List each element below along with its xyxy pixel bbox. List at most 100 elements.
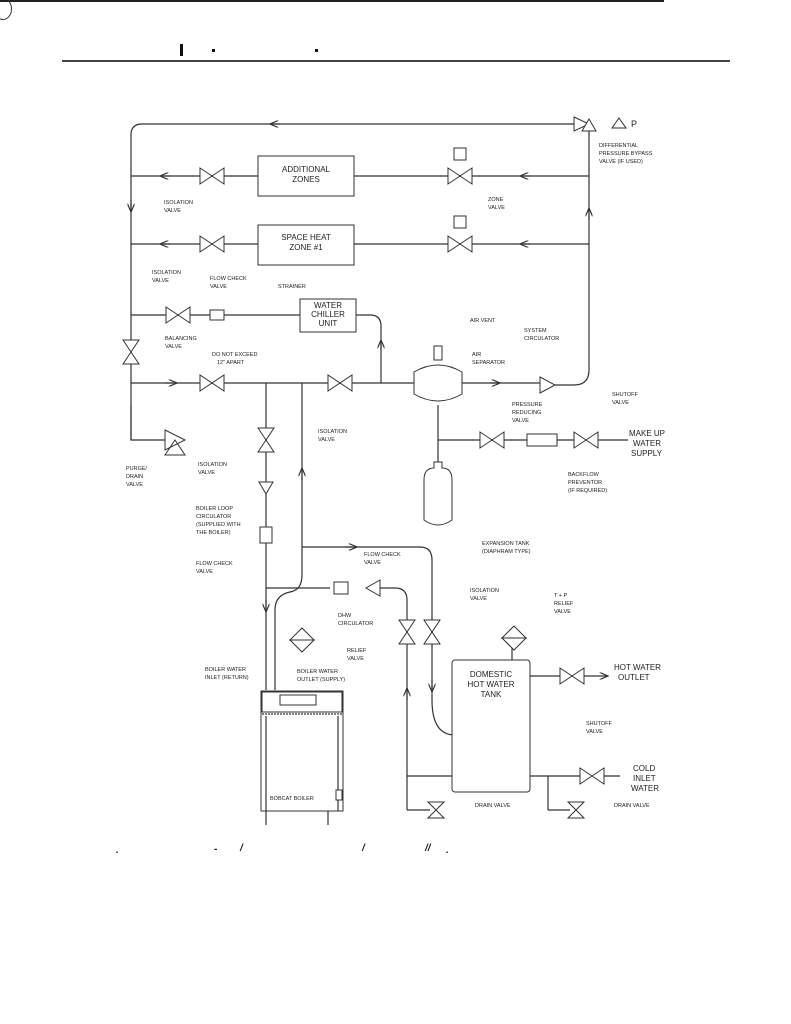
callout-label: VALVE xyxy=(165,344,182,350)
pressure-reducing-valve-symbol xyxy=(479,431,505,449)
callout-label: ISOLATION xyxy=(318,429,347,435)
balancing-valve-symbol xyxy=(122,339,140,365)
callout-label: ZONE xyxy=(488,197,504,203)
domestic-hot-water-tank xyxy=(451,659,531,793)
callout-label: OUTLET xyxy=(618,673,650,682)
callout-label: TANK xyxy=(481,690,502,699)
callout-label: ZONE #1 xyxy=(289,243,323,252)
isolation-valve-symbol xyxy=(398,619,416,645)
callout-label: MAKE UP xyxy=(629,429,665,438)
callout-label: VALVE xyxy=(196,569,213,575)
callout-label: WATER xyxy=(631,784,659,793)
callout-label: VALVE xyxy=(612,400,629,406)
shutoff-valve-symbol xyxy=(559,667,585,685)
footer-mark: - xyxy=(214,844,218,855)
callout-label: VALVE xyxy=(364,560,381,566)
callout-label: VALVE xyxy=(470,596,487,602)
callout-label: BALANCING xyxy=(165,336,197,342)
callout-label: VALVE xyxy=(164,208,181,214)
callout-label: T + P xyxy=(554,593,568,599)
boiler-loop-circulator-symbol xyxy=(258,481,274,495)
callout-label: ISOLATION xyxy=(152,270,181,276)
water-chiller-box xyxy=(299,298,357,333)
callout-label: WATER xyxy=(633,439,661,448)
callout-label: VALVE xyxy=(198,470,215,476)
tp-relief-valve-symbol xyxy=(500,625,528,651)
isolation-valve-symbol xyxy=(423,619,441,645)
footer-mark: / xyxy=(362,843,365,854)
callout-label: ISOLATION xyxy=(470,588,499,594)
callout-label: (DIAPHRAM TYPE) xyxy=(482,549,531,555)
callout-label: AIR VENT xyxy=(470,318,496,324)
isolation-valve-symbol xyxy=(199,374,225,392)
callout-label: PURGE/ xyxy=(126,466,148,472)
backflow-preventor-symbol xyxy=(526,433,558,447)
callout-label: DRAIN xyxy=(126,474,143,480)
zone-valve-symbol xyxy=(447,167,473,185)
callout-label: VALVE xyxy=(126,482,143,488)
callout-label: SUPPLY xyxy=(631,449,663,458)
callout-label: SHUTOFF xyxy=(612,392,639,398)
callout-label: RELIEF xyxy=(347,648,367,654)
callout-label: HOT WATER xyxy=(614,663,661,672)
callout-label: COLD xyxy=(633,764,655,773)
footer-mark: . xyxy=(446,845,449,856)
callout-labels: ISOLATION VALVE ZONE VALVE DIFFERENTIAL … xyxy=(126,119,665,809)
callout-label: BOILER WATER xyxy=(205,667,246,673)
callout-label: SPACE HEAT xyxy=(281,233,331,242)
drain-valve-symbol xyxy=(426,801,446,819)
callout-label: ISOLATION xyxy=(164,200,193,206)
additional-zones-box xyxy=(257,155,355,197)
callout-label: BOILER LOOP xyxy=(196,506,233,512)
callout-label: THE BOILER) xyxy=(196,530,231,536)
callout-label: OUTLET (SUPPLY) xyxy=(297,677,345,683)
callout-label: 12" APART xyxy=(217,360,245,366)
valves xyxy=(122,116,627,819)
callout-label: DO NOT EXCEED xyxy=(212,352,257,358)
callout-label: STRAINER xyxy=(278,284,306,290)
callout-label: FLOW CHECK xyxy=(196,561,233,567)
header-mark xyxy=(315,49,318,52)
callout-label: SEPARATOR xyxy=(472,360,505,366)
isolation-valve-symbol xyxy=(257,427,275,453)
callout-label: REDUCING xyxy=(512,410,541,416)
isolation-valve-symbol xyxy=(199,235,225,253)
callout-label: EXPANSION TANK xyxy=(482,541,530,547)
callout-label: ZONES xyxy=(292,175,320,184)
header-mark xyxy=(180,44,183,56)
callout-label: DHW xyxy=(338,613,352,619)
callout-label: INLET (RETURN) xyxy=(205,675,249,681)
callout-label: FLOW CHECK xyxy=(364,552,401,558)
header-rule xyxy=(62,60,730,62)
callout-label: P xyxy=(631,119,637,129)
isolation-valve-symbol xyxy=(199,167,225,185)
callout-label: VALVE (IF USED) xyxy=(599,159,643,165)
callout-label: DRAIN VALVE xyxy=(475,803,511,809)
header-mark xyxy=(212,49,215,52)
callout-label: INLET xyxy=(633,774,656,783)
footer-mark: // xyxy=(425,843,431,854)
callout-label: CIRCULATOR xyxy=(196,514,231,520)
callout-label: AIR xyxy=(472,352,481,358)
callout-label: VALVE xyxy=(488,205,505,211)
shutoff-valve-symbol xyxy=(579,767,605,785)
callout-label: BOBCAT BOILER xyxy=(270,796,314,802)
callout-label: CIRCULATOR xyxy=(338,621,373,627)
drain-valve-symbol xyxy=(566,801,586,819)
callout-label: BOILER WATER xyxy=(297,669,338,675)
callout-label: (SUPPLIED WITH xyxy=(196,522,241,528)
callout-label: UNIT xyxy=(319,319,338,328)
callout-label: DOMESTIC xyxy=(470,670,512,679)
callout-label: VALVE xyxy=(554,609,571,615)
callout-label: ADDITIONAL xyxy=(282,165,331,174)
callout-label: PRESSURE xyxy=(512,402,543,408)
callout-label: CIRCULATOR xyxy=(524,336,559,342)
callout-label: PREVENTOR xyxy=(568,480,602,486)
space-heat-zone-box xyxy=(257,224,355,266)
flow-check-symbol xyxy=(259,526,273,544)
relief-valve-symbol xyxy=(288,627,316,653)
system-circulator-symbol xyxy=(539,376,557,394)
air-separator-symbol xyxy=(413,364,463,402)
footer-mark: . xyxy=(116,845,119,856)
